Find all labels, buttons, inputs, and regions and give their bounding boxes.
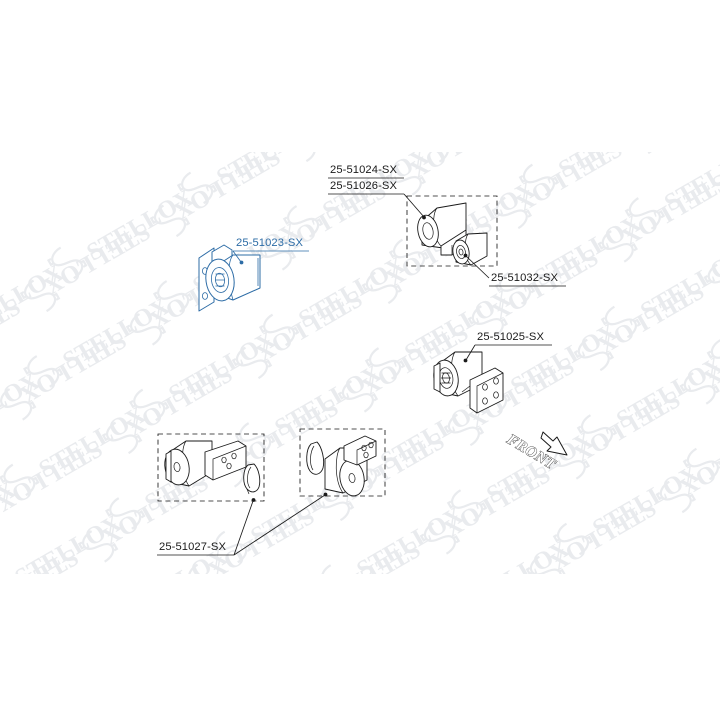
part-group-25-51025-sx[interactable] bbox=[431, 351, 504, 414]
callout-leader-25-51027 bbox=[233, 492, 328, 556]
callout-25-51032-sx[interactable]: 25-51032-SX bbox=[489, 272, 566, 287]
callout-25-51024-sx[interactable]: 25-51024-SX bbox=[328, 164, 404, 179]
callout-label-25-51032-sx: 25-51032-SX bbox=[491, 272, 558, 284]
front-arrow-icon bbox=[540, 431, 568, 456]
part-group-25-51027-sx-right[interactable] bbox=[299, 428, 386, 498]
callout-25-51025-sx[interactable]: 25-51025-SX bbox=[475, 331, 552, 346]
callout-label-25-51025-sx: 25-51025-SX bbox=[477, 331, 544, 343]
callout-label-25-51023-sx: 25-51023-SX bbox=[236, 237, 303, 249]
front-label: FRONT bbox=[503, 431, 558, 473]
front-direction-marker: FRONT bbox=[503, 431, 568, 474]
callout-25-51026-sx[interactable]: 25-51026-SX bbox=[328, 180, 404, 195]
callout-leader-25-51024-26 bbox=[403, 193, 426, 220]
callout-leader-25-51025 bbox=[463, 344, 476, 363]
part-group-25-51023-sx[interactable] bbox=[198, 244, 261, 312]
callout-25-51023-sx[interactable]: 25-51023-SX bbox=[233, 237, 309, 252]
callout-label-25-51026-sx: 25-51026-SX bbox=[330, 180, 397, 192]
part-group-25-51024-26-32[interactable] bbox=[406, 195, 498, 267]
callout-leader-25-51023-sx bbox=[232, 250, 244, 265]
callout-label-25-51027-sx: 25-51027-SX bbox=[159, 541, 226, 553]
part-group-25-51027-sx-left[interactable] bbox=[157, 433, 265, 502]
callout-leader-25-51032 bbox=[463, 253, 490, 279]
callout-25-51027-sx[interactable]: 25-51027-SX bbox=[157, 541, 234, 556]
callout-label-25-51024-sx: 25-51024-SX bbox=[330, 164, 397, 176]
